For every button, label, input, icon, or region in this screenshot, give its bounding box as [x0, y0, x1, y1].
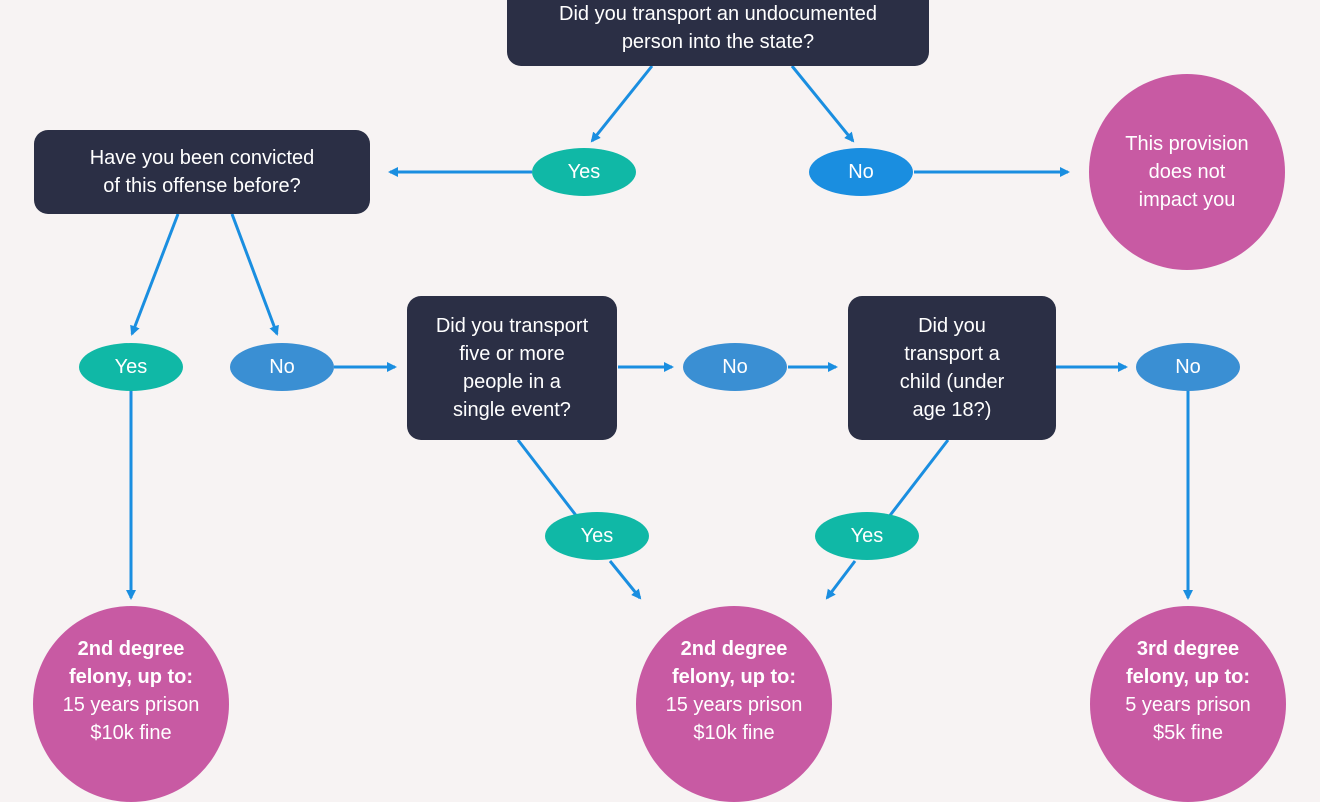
answer-label: No [722, 355, 748, 378]
outcome-text: 5 years prison [1125, 694, 1251, 716]
outcome-text: impact you [1138, 189, 1236, 211]
outcome-title: felony, up to: [671, 666, 797, 688]
question-text: of this offense before? [103, 175, 301, 197]
question-text: single event? [453, 399, 571, 421]
answer-label: No [1175, 355, 1201, 378]
connector-q3-to-yes [516, 439, 580, 519]
arrow-q2-to-no [230, 213, 279, 336]
question-text: people in a [463, 371, 561, 393]
answer-yes-q1: Yes [532, 148, 636, 196]
question-text: five or more [459, 343, 565, 365]
outcome-title: 2nd degree [77, 638, 185, 660]
outcome-center-felony: 2nd degree felony, up to: 15 years priso… [636, 606, 832, 802]
question-text: child (under [899, 371, 1005, 393]
outcome-right-felony: 3rd degree felony, up to: 5 years prison… [1090, 606, 1286, 802]
question-five-or-more: Did you transport five or more people in… [407, 296, 617, 440]
arrow-q1-to-yes [590, 65, 654, 143]
question-text: Did you transport an undocumented [559, 3, 877, 25]
outcome-title: felony, up to: [1125, 666, 1251, 688]
question-text: Did you [918, 315, 986, 337]
question-text: person into the state? [621, 31, 815, 53]
outcome-text: $10k fine [90, 722, 172, 744]
outcome-text: 15 years prison [62, 694, 200, 716]
answer-no-q1: No [809, 148, 913, 196]
outcome-left-felony: 2nd degree felony, up to: 15 years priso… [33, 606, 229, 802]
arrow-q1-to-no [790, 65, 855, 143]
outcome-text: does not [1148, 161, 1226, 183]
answer-yes-q2: Yes [79, 343, 183, 391]
answer-no-q3: No [683, 343, 787, 391]
answer-label: No [848, 160, 874, 183]
answer-label: Yes [114, 355, 148, 378]
arrow-yes-to-center-outcome-left [608, 560, 642, 600]
answer-label: Yes [580, 524, 614, 547]
outcome-text: $5k fine [1152, 722, 1224, 744]
connector-q4-to-yes [886, 439, 950, 519]
question-text: Have you been convicted [89, 147, 315, 169]
question-transport-undocumented: Did you transport an undocumented person… [507, 0, 929, 66]
outcome-title: felony, up to: [68, 666, 194, 688]
answer-no-q2: No [230, 343, 334, 391]
answer-label: Yes [850, 524, 884, 547]
arrow-q2-to-yes [130, 213, 180, 336]
question-convicted-before: Have you been convicted of this offense … [34, 130, 370, 214]
outcome-text: 15 years prison [665, 694, 803, 716]
arrow-yes-to-center-outcome-right [825, 560, 857, 600]
answer-yes-q3: Yes [545, 512, 649, 560]
question-text: age 18?) [912, 399, 992, 421]
outcome-text: $10k fine [693, 722, 775, 744]
answer-yes-q4: Yes [815, 512, 919, 560]
answer-label: No [269, 355, 295, 378]
outcome-title: 2nd degree [680, 638, 788, 660]
question-text: transport a [904, 343, 1000, 365]
outcome-no-impact: This provision does not impact you [1089, 74, 1285, 270]
outcome-text: This provision [1125, 133, 1249, 155]
answer-label: Yes [567, 160, 601, 183]
flowchart-connectors [126, 65, 1193, 600]
answer-no-q4: No [1136, 343, 1240, 391]
question-text: Did you transport [435, 315, 589, 337]
outcome-title: 3rd degree [1136, 638, 1240, 660]
question-transport-child: Did you transport a child (under age 18?… [848, 296, 1056, 440]
